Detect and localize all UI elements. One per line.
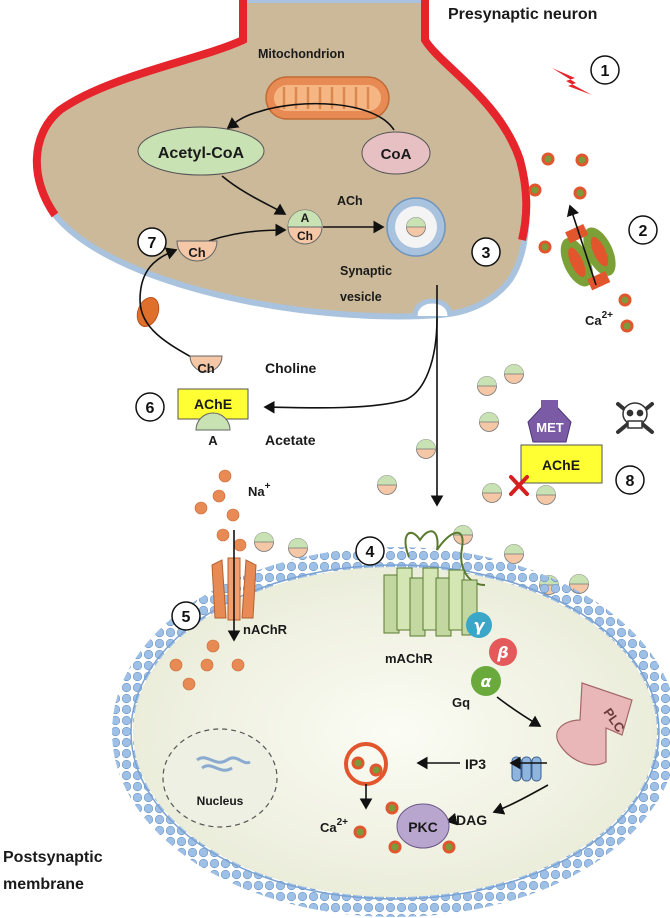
choline-label: Choline (265, 360, 317, 376)
svg-text:2: 2 (639, 223, 648, 240)
ach-molecule (287, 209, 323, 245)
choline-transporter (136, 296, 160, 328)
acetyl-coa-label: Acetyl-CoA (158, 145, 245, 162)
dag-arrow-in (492, 784, 549, 815)
step-7-marker: 7 (137, 227, 167, 257)
skull-icon (616, 402, 654, 434)
ache-label: AChE (194, 396, 232, 412)
svg-text:6: 6 (146, 400, 155, 417)
svg-text:8: 8 (626, 473, 635, 490)
sodium-label: Na+ (248, 481, 271, 499)
sodium-ions (194, 469, 247, 552)
step-3-marker: 3 (471, 237, 501, 267)
release-to-ache-arrow (263, 317, 438, 414)
mitochondrion-label: Mitochondrion (258, 47, 345, 61)
alpha-subunit (471, 666, 501, 696)
postsynaptic-cell (112, 547, 670, 917)
svg-text:3: 3 (482, 245, 491, 262)
nachr-channel (211, 557, 257, 621)
choline-reuptake-arrow (139, 247, 201, 363)
machr-receptor (383, 530, 486, 637)
dna-icon (196, 756, 251, 765)
gamma-subunit (466, 612, 492, 638)
pip2-icon (511, 756, 542, 782)
beta-subunit (489, 638, 517, 666)
synaptic-label-2: vesicle (340, 290, 382, 304)
synaptic-label-1: Synaptic (340, 264, 392, 278)
nucleus (162, 728, 278, 828)
postsynaptic-label-1: Postsynaptic (3, 849, 103, 866)
calcium-influx-arrow (566, 204, 597, 286)
dag-label: DAG (456, 812, 487, 828)
ache-ch-label: Ch (197, 361, 214, 376)
machr-label: mAChR (385, 651, 433, 666)
met-ache-label: AChE (542, 457, 580, 473)
nachr-label: nAChR (243, 622, 288, 637)
svg-text:α: α (481, 672, 493, 691)
presynaptic-label: Presynaptic neuron (448, 6, 597, 23)
gq-label: Gq (452, 695, 470, 710)
svg-text:4: 4 (366, 544, 375, 561)
lightning-icon (552, 68, 592, 95)
acetyl-coa-node (137, 126, 265, 176)
acetyl-to-ach-arrow (221, 175, 287, 215)
step-1-marker: 1 (590, 55, 620, 85)
ach-a-label: A (301, 211, 310, 225)
ache-a-label: A (208, 433, 218, 448)
calcium-ions (528, 152, 634, 333)
plc-enzyme (556, 682, 633, 766)
nucleus-label: Nucleus (197, 794, 244, 808)
cytosol-calcium-label: Ca2+ (320, 817, 348, 835)
coa-to-acetyl-arrow (226, 102, 395, 131)
svg-text:1: 1 (601, 63, 610, 80)
step-2-marker: 2 (628, 215, 658, 245)
postsynaptic-label-2: membrane (3, 876, 84, 893)
step-4-marker: 4 (355, 536, 385, 566)
svg-text:7: 7 (148, 235, 157, 252)
pkc-node (396, 803, 450, 849)
choline-ch-label: Ch (188, 245, 205, 260)
ip3-label: IP3 (465, 756, 486, 772)
svg-text:γ: γ (474, 616, 486, 635)
step-8-marker: 8 (615, 465, 645, 495)
coa-node (361, 131, 431, 175)
calcium-channel (560, 223, 616, 291)
ach-label: ACh (337, 194, 363, 208)
step-5-marker: 5 (171, 601, 201, 631)
met-inhibitor (520, 400, 603, 484)
step-6-marker: 6 (135, 392, 165, 422)
gq-to-plc-arrow (496, 696, 542, 727)
coa-label: CoA (381, 146, 412, 163)
synaptic-vesicle (386, 197, 446, 257)
choline-molecule (176, 240, 218, 262)
inhibition-x-icon (509, 475, 529, 496)
ach-ch-label: Ch (297, 229, 313, 243)
ache-choline-cleavage (177, 355, 249, 431)
calcium-label: Ca2+ (585, 310, 613, 328)
svg-text:5: 5 (182, 609, 191, 626)
svg-text:β: β (496, 643, 508, 662)
met-label: MET (536, 420, 564, 435)
acetate-label: Acetate (265, 432, 316, 448)
pkc-label: PKC (408, 819, 438, 835)
